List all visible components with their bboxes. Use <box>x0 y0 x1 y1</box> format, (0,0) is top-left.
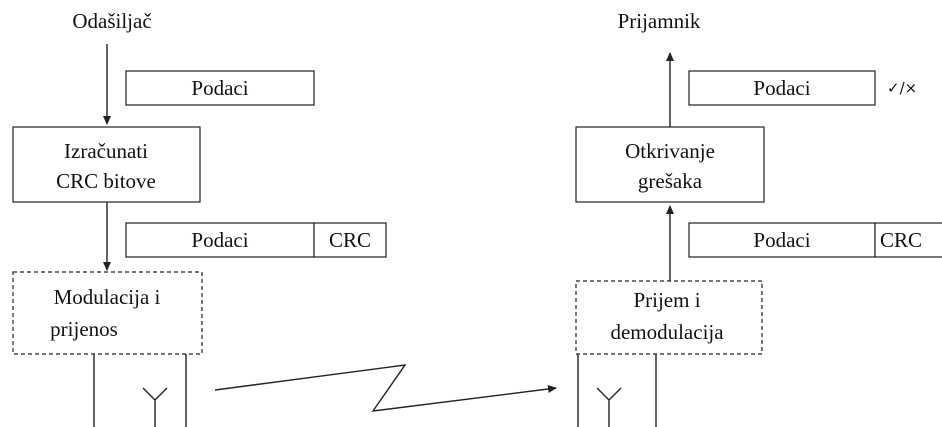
receiver-antenna-icon <box>596 387 622 427</box>
transmitter-frame-crc-box <box>313 222 387 258</box>
receiver-title: Prijamnik <box>618 9 701 33</box>
modulation-line2: prijenos <box>50 317 118 341</box>
demod-line2: demodulacija <box>610 320 724 344</box>
crc-calc-line1: Izračunati <box>64 139 148 163</box>
crc-calculation-box <box>12 126 201 203</box>
transmitter-frame-data-box <box>125 222 315 258</box>
error-detection-box <box>575 126 765 203</box>
error-detect-line1: Otkrivanje <box>625 139 715 163</box>
check-cross-mark: ✓/× <box>887 79 917 97</box>
modulation-box <box>12 271 203 355</box>
transmitter-antenna-icon <box>142 387 168 427</box>
demod-line1: Prijem i <box>633 288 700 312</box>
transmitter-data-label: Podaci <box>191 76 248 100</box>
receiver-frame-crc-label: CRC <box>880 228 922 252</box>
receiver-data-box <box>688 70 876 106</box>
transmitter-data-box <box>125 70 315 106</box>
transmitter-frame-data-label: Podaci <box>191 228 248 252</box>
transmitter-title: Odašiljač <box>72 9 151 33</box>
receiver-data-label: Podaci <box>753 76 810 100</box>
modulation-line1: Modulacija i <box>54 285 161 309</box>
error-detect-line2: grešaka <box>638 169 703 193</box>
receiver-frame-data-box <box>688 222 876 258</box>
crc-calc-line2: CRC bitove <box>56 169 156 193</box>
receiver-frame-data-label: Podaci <box>753 228 810 252</box>
demodulation-box <box>575 280 763 355</box>
transmitter-frame-crc-label: CRC <box>329 228 371 252</box>
receiver-frame-crc-box <box>874 222 942 258</box>
wireless-link-arrow <box>214 364 557 412</box>
